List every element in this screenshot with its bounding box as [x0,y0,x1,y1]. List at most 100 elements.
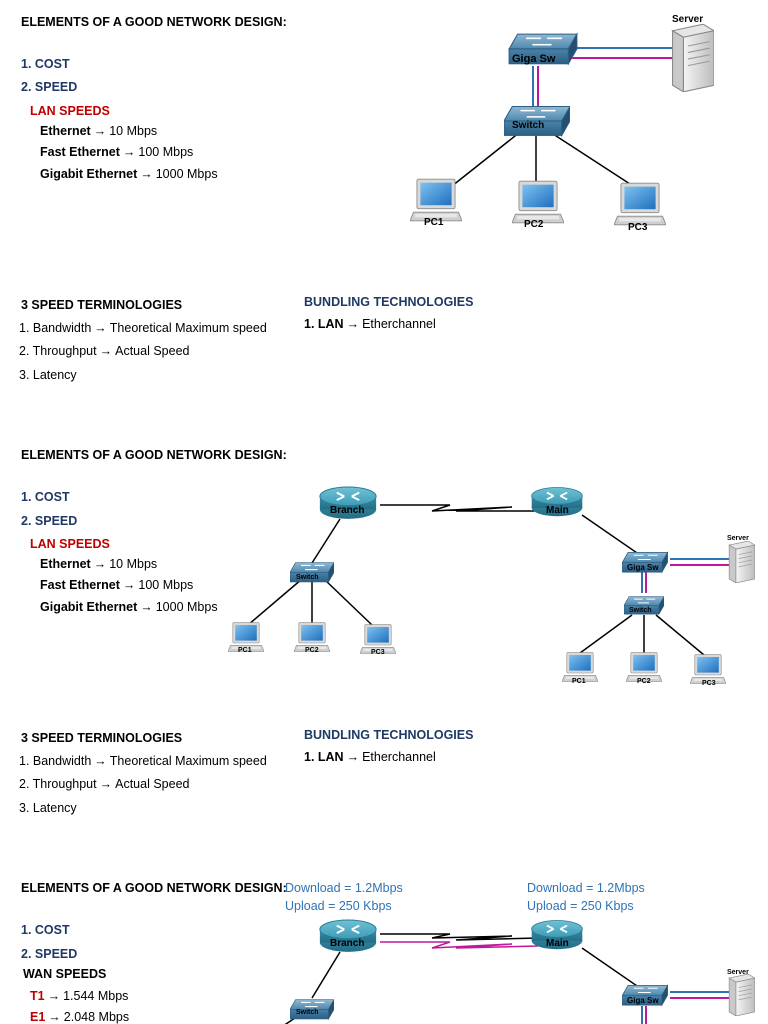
term-throughput: 2. Throughput→Actual Speed [19,777,189,791]
term-value: Actual Speed [115,344,190,358]
bundling-value: Etherchannel [362,317,436,331]
lan-speeds-heading: LAN SPEEDS [30,104,110,118]
speed-item: 2. SPEED [21,947,78,961]
main-download: Download = 1.2Mbps [527,881,645,895]
arrow: → [48,1010,61,1024]
wan-diagram-2: Branch Main Switch Giga Sw Switch Server… [228,486,755,687]
term-value: Actual Speed [115,777,190,791]
lan-name: Fast Ethernet [40,578,120,592]
cost-item: 1. COST [21,923,70,937]
pc1-label: PC1 [572,678,586,685]
term-latency: 3. Latency [19,368,77,382]
bundling-lan: 1. LAN→Etherchannel [304,750,436,764]
giga-switch-label: Giga Sw [512,53,556,65]
wan-speeds-heading: WAN SPEEDS [23,967,107,981]
speed-item: 2. SPEED [21,80,78,94]
main-upload: Upload = 250 Kbps [527,899,634,913]
term-latency: 3. Latency [19,801,77,815]
lan-value: 10 Mbps [109,557,158,571]
server-icon [728,541,755,583]
arrow: → [122,578,136,592]
lan-value: 100 Mbps [138,578,194,592]
switch-label: Switch [296,1009,319,1016]
pc3-icon [614,182,666,226]
lan-diagram-1: Giga Sw Switch Server PC1 PC2 PC3 [410,14,714,233]
wan-name: T1 [30,989,45,1003]
lan-value: 10 Mbps [109,124,158,138]
lan-value: 100 Mbps [138,145,194,159]
term-bandwidth: 1. Bandwidth→Theoretical Maximum speed [19,754,267,768]
term-label: 1. Bandwidth [19,754,92,768]
lan-name: Gigabit Ethernet [40,167,138,181]
arrow: → [346,317,360,331]
lan-speed-ethernet: Ethernet→10 Mbps [40,124,157,138]
arrow: → [93,557,107,571]
wan-value: 2.048 Mbps [63,1010,130,1024]
arrow: → [140,167,153,181]
lan-name: Fast Ethernet [40,145,120,159]
lan-name: Ethernet [40,124,91,138]
branch-download: Download = 1.2Mbps [285,881,403,895]
term-label: 2. Throughput [19,777,97,791]
arrow: → [140,600,153,614]
section1-title: ELEMENTS OF A GOOD NETWORK DESIGN: [21,15,287,29]
wan-speed-e1: E1→2.048 Mbps [30,1010,129,1024]
pc1-label: PC1 [238,647,252,654]
lan-speed-fast-ethernet: Fast Ethernet→100 Mbps [40,145,193,159]
bundling-title: BUNDLING TECHNOLOGIES [304,728,474,742]
term-value: Theoretical Maximum speed [109,321,267,335]
lan-value: 1000 Mbps [155,167,218,181]
bundling-label: 1. LAN [304,750,344,764]
term-label: 1. Bandwidth [19,321,92,335]
arrow: → [47,989,61,1003]
term-throughput: 2. Throughput→Actual Speed [19,344,189,358]
branch-label: Branch [330,505,364,516]
term-value: Theoretical Maximum speed [109,754,267,768]
pc2-label: PC2 [637,678,651,685]
lan-name: Gigabit Ethernet [40,600,138,614]
pc2-label: PC2 [305,647,319,654]
term-label: 2. Throughput [19,344,97,358]
section2-title: ELEMENTS OF A GOOD NETWORK DESIGN: [21,448,287,462]
cost-item: 1. COST [21,57,70,71]
bundling-label: 1. LAN [304,317,344,331]
arrow: → [99,777,113,791]
main-label: Main [546,505,569,516]
server-label: Server [727,535,749,542]
lan-speed-fast-ethernet: Fast Ethernet→100 Mbps [40,578,193,592]
arrow: → [99,344,113,358]
pc3-label: PC3 [371,649,385,656]
switch-label: Switch [512,120,544,131]
bundling-title: BUNDLING TECHNOLOGIES [304,295,474,309]
wan-value: 1.544 Mbps [63,989,129,1003]
switch-label: Switch [629,607,652,614]
lan-speed-ethernet: Ethernet→10 Mbps [40,557,157,571]
server-icon [671,24,714,92]
wan-name: E1 [30,1010,46,1024]
bundling-value: Etherchannel [362,750,436,764]
arrow: → [94,321,107,335]
lan-speed-gigabit-ethernet: Gigabit Ethernet→1000 Mbps [40,167,218,181]
section3-title: ELEMENTS OF A GOOD NETWORK DESIGN: [21,881,287,895]
pc3-label: PC3 [702,680,716,687]
lan-name: Ethernet [40,557,91,571]
pc1-icon [410,178,462,222]
giga-switch-label: Giga Sw [627,563,659,572]
term-bandwidth: 1. Bandwidth→Theoretical Maximum speed [19,321,267,335]
terminologies-title: 3 SPEED TERMINOLOGIES [21,731,183,745]
server-label: Server [727,969,749,976]
branch-upload: Upload = 250 Kbps [285,899,392,913]
switch-label: Switch [296,574,319,581]
wan-diagram-3: Branch Main Switch Giga Sw Server [284,919,755,1024]
pc3-label: PC3 [628,222,648,233]
branch-label: Branch [330,938,364,949]
pc2-icon [512,180,564,224]
giga-switch-label: Giga Sw [627,996,659,1005]
pc1-label: PC1 [424,217,444,228]
lan-value: 1000 Mbps [155,600,218,614]
lan-speed-gigabit-ethernet: Gigabit Ethernet→1000 Mbps [40,600,218,614]
terminologies-title: 3 SPEED TERMINOLOGIES [21,298,183,312]
wan-speed-t1: T1→1.544 Mbps [30,989,128,1003]
pc2-label: PC2 [524,219,544,230]
server-label: Server [672,14,703,25]
